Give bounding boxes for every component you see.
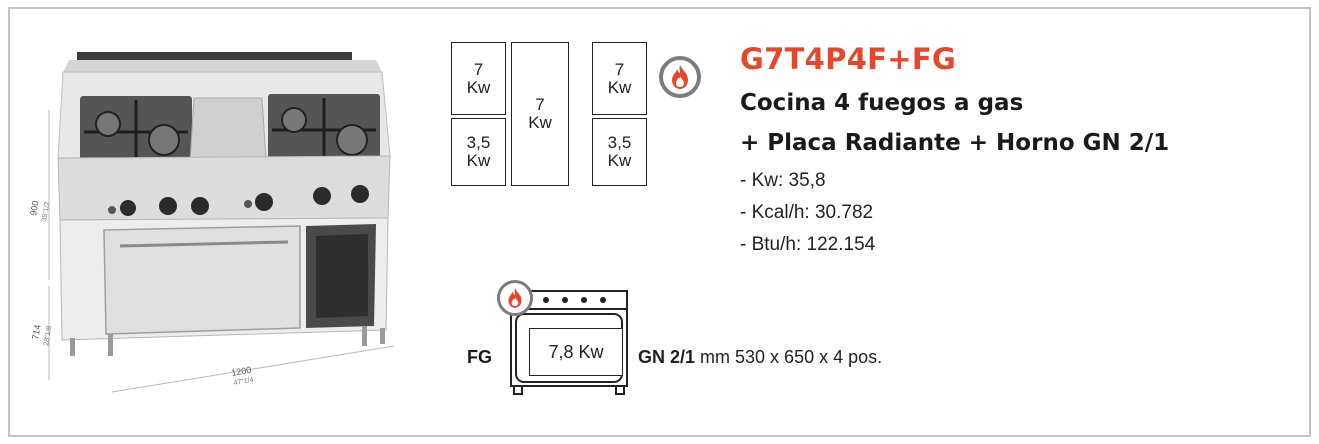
description-line-2: + Placa Radiante + Horno GN 2/1	[740, 130, 1170, 156]
oven-gn-spec: GN 2/1 mm 530 x 650 x 4 pos.	[638, 347, 882, 368]
description-line-1: Cocina 4 fuegos a gas	[740, 90, 1024, 116]
dimension-height-inches: 35"1/2	[41, 201, 51, 222]
flame-icon	[508, 288, 522, 308]
burner-right-top: 7 Kw	[592, 42, 647, 115]
oven-gas-badge	[497, 280, 533, 316]
spec-kcal: - Kcal/h: 30.782	[740, 202, 874, 223]
spec-kw: - Kw: 35,8	[740, 170, 826, 191]
dimension-depth: 714	[30, 324, 42, 341]
dimension-width: 1200	[231, 365, 252, 378]
cooker-illustration: 900 35"1/2 714 28"1/8 1200 47"1/4	[28, 52, 395, 393]
burner-right-bottom: 3,5 Kw	[592, 118, 647, 186]
oven-type-label: FG	[467, 347, 492, 367]
dimension-height: 900	[28, 200, 40, 217]
dimension-width-inches: 47"1/4	[233, 377, 254, 387]
spec-btu: - Btu/h: 122.154	[740, 234, 876, 255]
oven-gn-label: GN 2/1	[638, 347, 696, 367]
burner-left-bottom: 3,5 Kw	[451, 118, 506, 186]
oven-power: 7,8 Kw	[529, 328, 623, 376]
radiant-plate-zone: 7 Kw	[511, 42, 569, 186]
dimension-depth-inches: 28"1/8	[43, 325, 53, 346]
model-code: G7T4P4F+FG	[740, 42, 957, 76]
burner-left-top: 7 Kw	[451, 42, 506, 115]
gas-badge	[659, 56, 701, 98]
flame-icon	[672, 65, 688, 89]
oven-gn-detail: mm 530 x 650 x 4 pos.	[695, 347, 883, 367]
